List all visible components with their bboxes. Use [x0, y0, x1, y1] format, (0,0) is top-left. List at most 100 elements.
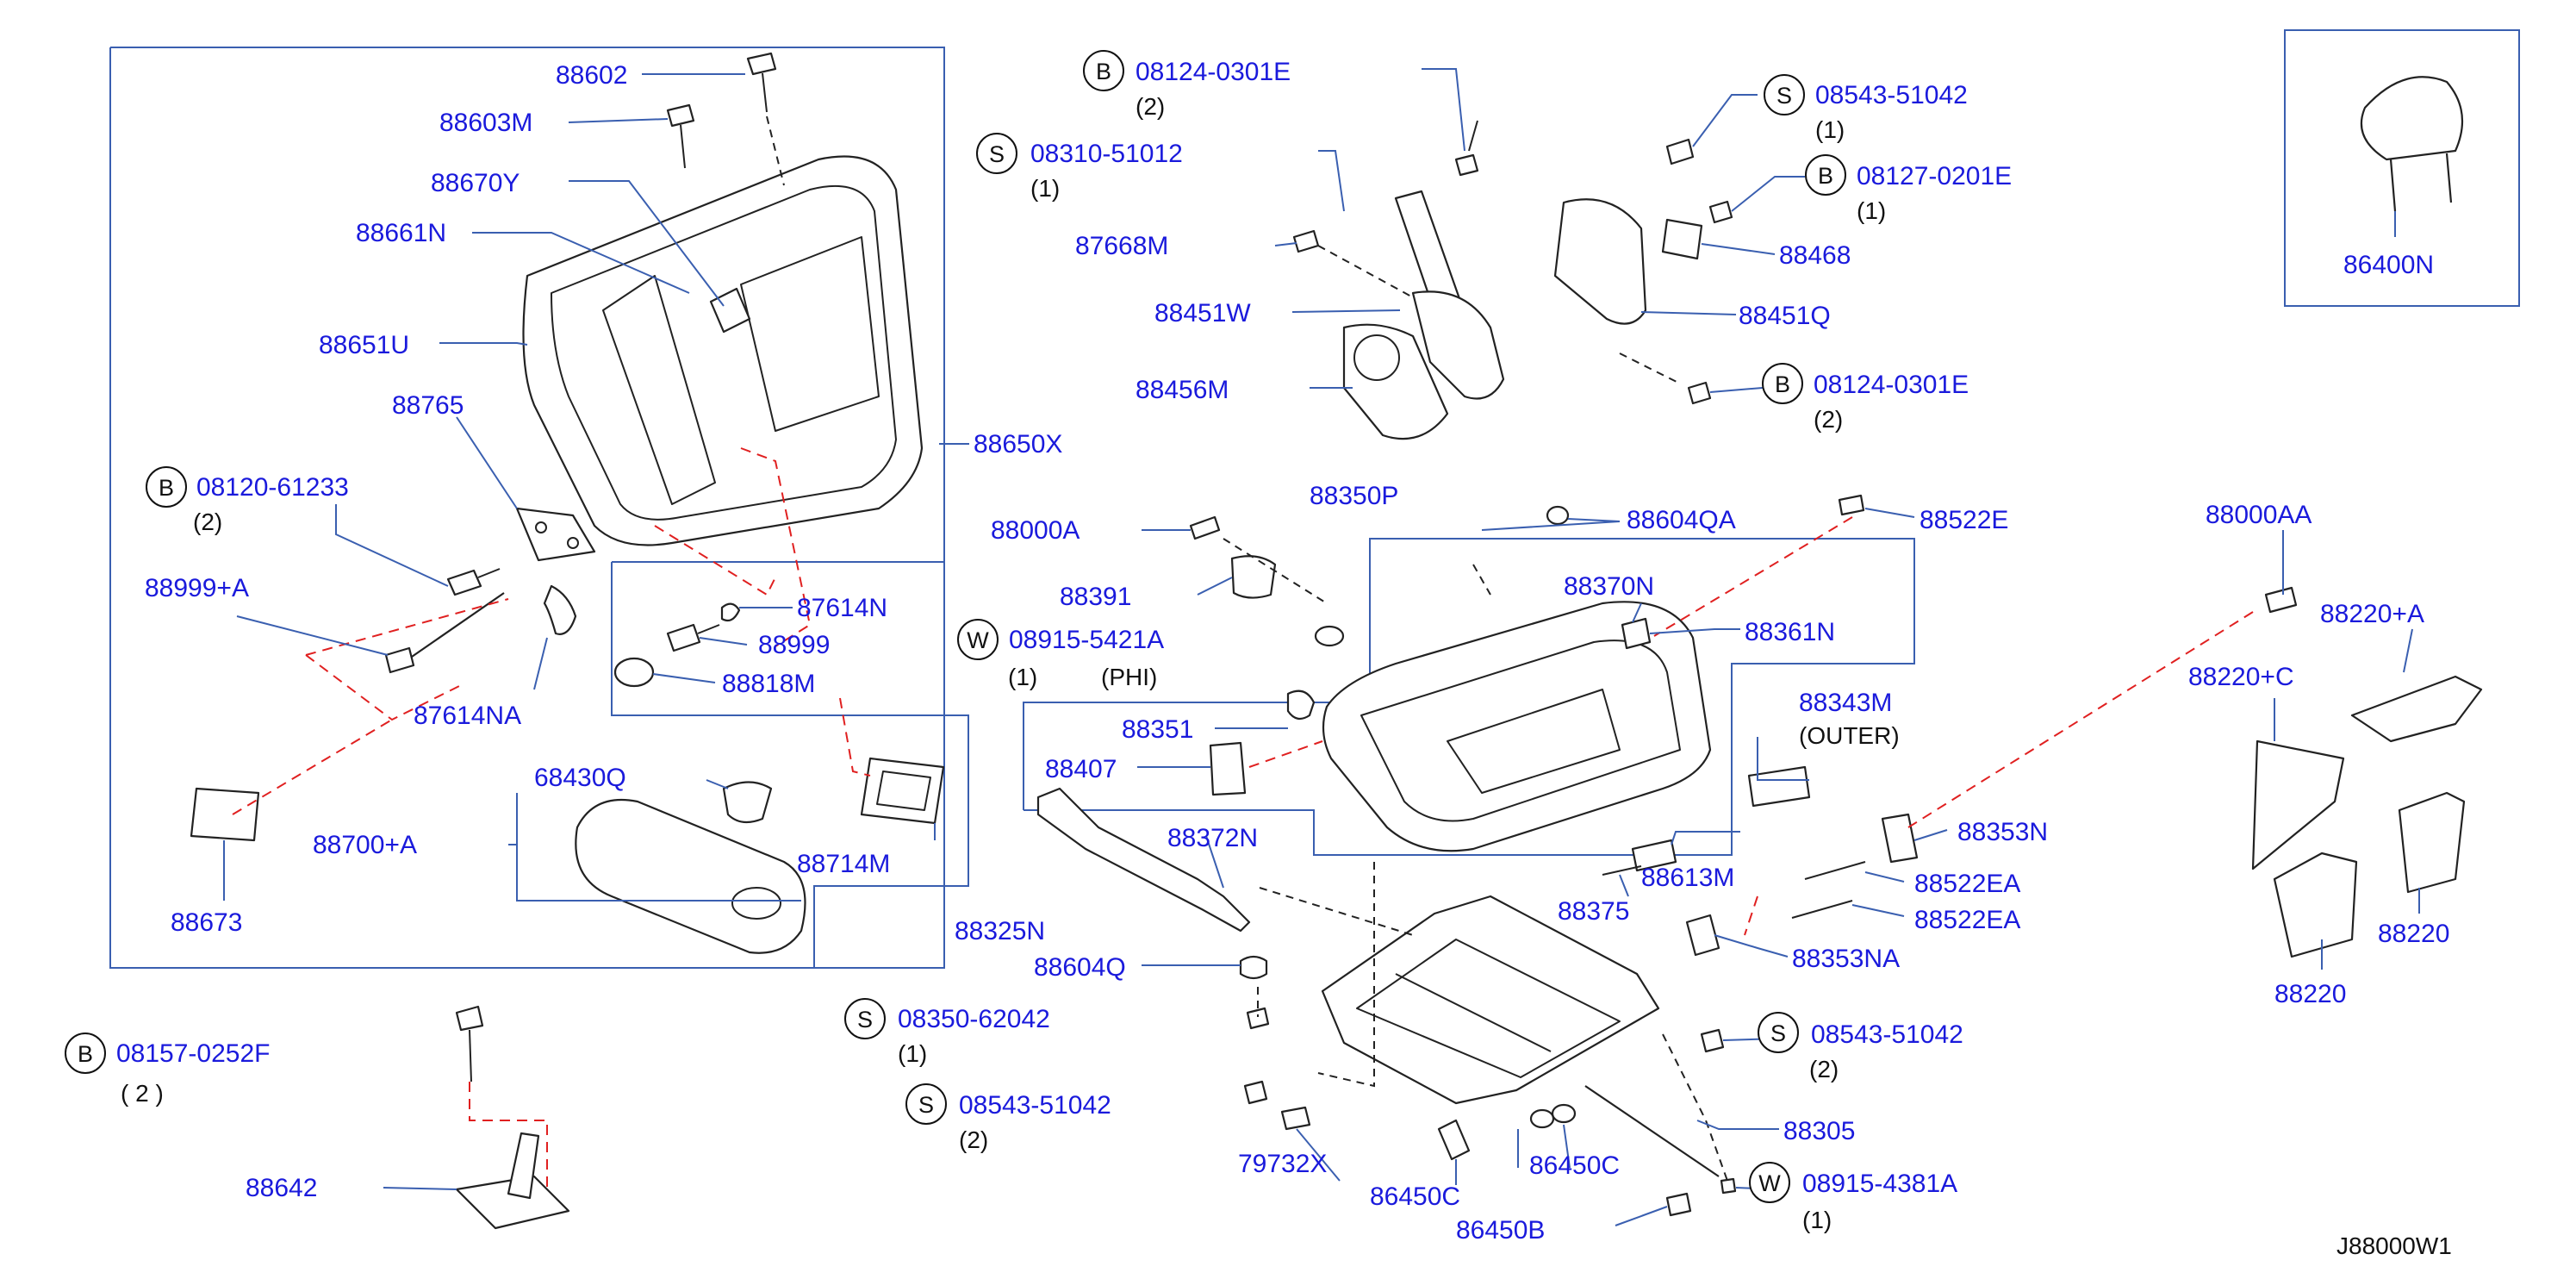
qty-08120-61233: (2) [193, 508, 222, 535]
label-08124-0301E-b[interactable]: 08124-0301E [1814, 371, 1969, 399]
headrest-stay-2 [2445, 153, 2453, 203]
label-88765[interactable]: 88765 [392, 391, 464, 420]
note-08915-5421A: (PHI) [1101, 664, 1157, 690]
label-88451W[interactable]: 88451W [1154, 299, 1251, 328]
label-88604Q[interactable]: 88604Q [1034, 953, 1126, 982]
label-08157-0252F[interactable]: 08157-0252F [116, 1039, 270, 1068]
label-88999A[interactable]: 88999+A [145, 574, 249, 602]
bolt-88522ea-a-shape [1804, 861, 1866, 880]
label-88343M[interactable]: 88343M [1799, 689, 1892, 717]
lead-88670Y [569, 180, 725, 307]
cap-88468-shape [1661, 218, 1703, 260]
label-88375[interactable]: 88375 [1558, 897, 1629, 926]
label-88670Y[interactable]: 88670Y [431, 169, 520, 197]
label-88673[interactable]: 88673 [171, 908, 242, 937]
label-88220-b[interactable]: 88220 [2378, 920, 2449, 948]
qty-08124-0301E-a: (2) [1136, 93, 1165, 120]
label-08127-0201E[interactable]: 08127-0201E [1857, 162, 2012, 190]
label-88818M[interactable]: 88818M [722, 670, 815, 698]
qty-08124-0301E-b: (2) [1814, 406, 1843, 433]
label-88522EA-b[interactable]: 88522EA [1914, 906, 2020, 934]
lead-86450B [1615, 1206, 1668, 1226]
lead-88372N [1205, 835, 1224, 889]
label-08120-61233[interactable]: 08120-61233 [196, 473, 349, 502]
lead-88603M [568, 118, 669, 123]
label-88613M[interactable]: 88613M [1641, 864, 1734, 892]
label-88370N[interactable]: 88370N [1564, 572, 1654, 601]
label-88372N[interactable]: 88372N [1167, 824, 1258, 852]
label-86450C-b[interactable]: 86450C [1529, 1151, 1620, 1180]
label-87614N[interactable]: 87614N [797, 594, 887, 622]
label-88220-a[interactable]: 88220 [2274, 980, 2346, 1008]
lead-88220A [2403, 628, 2413, 673]
cover-88220-a-shape [2273, 852, 2358, 958]
lead-08124a [1422, 68, 1465, 152]
label-88522E[interactable]: 88522E [1920, 506, 2008, 534]
label-88000A[interactable]: 88000A [991, 516, 1080, 545]
label-68430Q[interactable]: 68430Q [534, 764, 626, 792]
lead-88765 [456, 416, 518, 509]
label-08543-51042-b[interactable]: 08543-51042 [959, 1091, 1111, 1120]
label-88700A[interactable]: 88700+A [313, 831, 417, 859]
clip-88602-shape [746, 52, 777, 76]
bezel-88714m-shape [860, 757, 945, 825]
label-88522EA-a[interactable]: 88522EA [1914, 870, 2020, 898]
grommet-88604q-shape [1239, 955, 1268, 980]
label-88451Q[interactable]: 88451Q [1739, 302, 1831, 330]
label-88000AA[interactable]: 88000AA [2206, 501, 2312, 529]
washer-86450c-shape [1529, 1108, 1555, 1129]
armrest-shape [575, 798, 806, 954]
label-08915-4381A[interactable]: 08915-4381A [1802, 1170, 1957, 1198]
label-86450B[interactable]: 86450B [1456, 1216, 1545, 1245]
label-88220A[interactable]: 88220+A [2320, 600, 2424, 628]
label-08350-62042[interactable]: 08350-62042 [898, 1005, 1050, 1033]
label-08543-51042-c[interactable]: 08543-51042 [1811, 1020, 1963, 1049]
dash-88350p [1472, 564, 1491, 596]
circle-08543-c [1758, 1012, 1799, 1053]
cupholder-shape [731, 887, 781, 920]
label-88604QA[interactable]: 88604QA [1627, 506, 1736, 534]
label-88603M[interactable]: 88603M [439, 109, 532, 137]
label-87668M[interactable]: 87668M [1075, 232, 1168, 260]
clip-88407-shape [1209, 741, 1247, 796]
dash-87668m [1317, 245, 1414, 298]
label-88468[interactable]: 88468 [1779, 241, 1851, 270]
ref-line-2 [305, 654, 462, 721]
label-88220C[interactable]: 88220+C [2188, 663, 2294, 691]
label-08124-0301E-a[interactable]: 08124-0301E [1136, 58, 1291, 86]
label-88602[interactable]: 88602 [556, 61, 627, 90]
label-88353N[interactable]: 88353N [1957, 818, 2048, 846]
label-88456M[interactable]: 88456M [1136, 376, 1229, 404]
dash-88000a [1223, 538, 1328, 604]
label-86450C-a[interactable]: 86450C [1370, 1182, 1460, 1211]
lead-88391 [1197, 577, 1233, 596]
lead-88613M [1671, 831, 1740, 845]
label-87614NA[interactable]: 87614NA [414, 702, 521, 730]
label-88651U[interactable]: 88651U [319, 331, 409, 359]
label-88407[interactable]: 88407 [1045, 755, 1117, 783]
label-08915-5421A[interactable]: 08915-5421A [1009, 626, 1164, 654]
label-88391[interactable]: 88391 [1060, 583, 1131, 611]
label-88999[interactable]: 88999 [758, 631, 830, 659]
label-86400N[interactable]: 86400N [2343, 251, 2434, 279]
cover-88220-b-shape [2398, 791, 2466, 894]
prefix-08915-5421A: W [967, 627, 989, 653]
label-88350P[interactable]: 88350P [1310, 482, 1398, 510]
label-88353NA[interactable]: 88353NA [1792, 945, 1900, 973]
label-08310-51012[interactable]: 08310-51012 [1030, 140, 1183, 168]
label-88305[interactable]: 88305 [1783, 1117, 1855, 1145]
prefix-08543-c: S [1770, 1020, 1786, 1046]
label-88650X[interactable]: 88650X [974, 430, 1062, 459]
circle-08124-a [1083, 50, 1124, 91]
washer-08915-4381a-shape [1720, 1177, 1737, 1195]
label-08543-51042-a[interactable]: 08543-51042 [1815, 81, 1968, 109]
label-88661N[interactable]: 88661N [356, 219, 446, 247]
label-88351[interactable]: 88351 [1122, 715, 1193, 744]
lead-87614NA [533, 637, 548, 690]
label-88361N[interactable]: 88361N [1745, 618, 1835, 646]
label-88642[interactable]: 88642 [246, 1174, 317, 1202]
label-88325N[interactable]: 88325N [955, 917, 1045, 945]
label-79732X[interactable]: 79732X [1238, 1150, 1327, 1178]
label-88714M[interactable]: 88714M [797, 850, 890, 878]
lead-88651U [439, 342, 528, 346]
